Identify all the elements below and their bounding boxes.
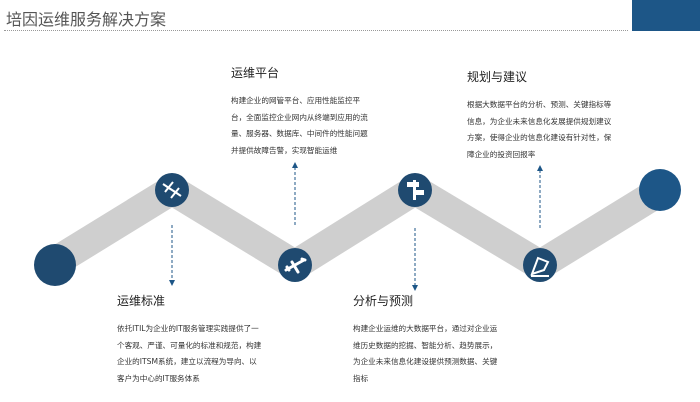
- title-divider: [4, 30, 628, 31]
- step-description: 构建企业的网管平台、应用性能监控平台，全面监控企业网内从终端到应用的流量、服务器…: [231, 96, 368, 155]
- step-title: 规划与建议: [467, 70, 528, 84]
- step-analysis-forecast: 分析与预测 构建企业运维的大数据平台，通过对企业运维历史数据的挖掘、智能分析、趋…: [353, 292, 503, 387]
- weight-scale-icon: [155, 173, 189, 207]
- step-ops-platform: 运维平台 构建企业的网管平台、应用性能监控平台，全面监控企业网内从终端到应用的流…: [231, 64, 371, 159]
- step-description: 依托ITIL为企业的IT服务管理实践提供了一个客观、严谨、可量化的标准和规范，构…: [117, 324, 262, 383]
- end-circle: [639, 169, 681, 211]
- step-description: 构建企业运维的大数据平台，通过对企业运维历史数据的挖掘、智能分析、趋势展示，为企…: [353, 324, 498, 383]
- page-title: 培因运维服务解决方案: [6, 10, 167, 29]
- step-title: 分析与预测: [353, 294, 414, 308]
- step-planning-advice: 规划与建议 根据大数据平台的分析、预测、关键指标等信息，为企业未来信息化发展提供…: [467, 68, 612, 163]
- step-title: 运维标准: [117, 294, 166, 308]
- airplane-icon: [278, 248, 312, 282]
- step-title: 运维平台: [231, 66, 280, 80]
- pen-nib-icon: [523, 248, 557, 282]
- step-description: 根据大数据平台的分析、预测、关键指标等信息，为企业未来信息化发展提供规划建议方案…: [467, 100, 612, 159]
- corner-accent: [632, 0, 700, 31]
- start-circle: [34, 244, 76, 286]
- step-ops-standard: 运维标准 依托ITIL为企业的IT服务管理实践提供了一个客观、严谨、可量化的标准…: [117, 292, 262, 387]
- signpost-icon: [398, 173, 432, 207]
- zigzag-band: [42, 175, 670, 280]
